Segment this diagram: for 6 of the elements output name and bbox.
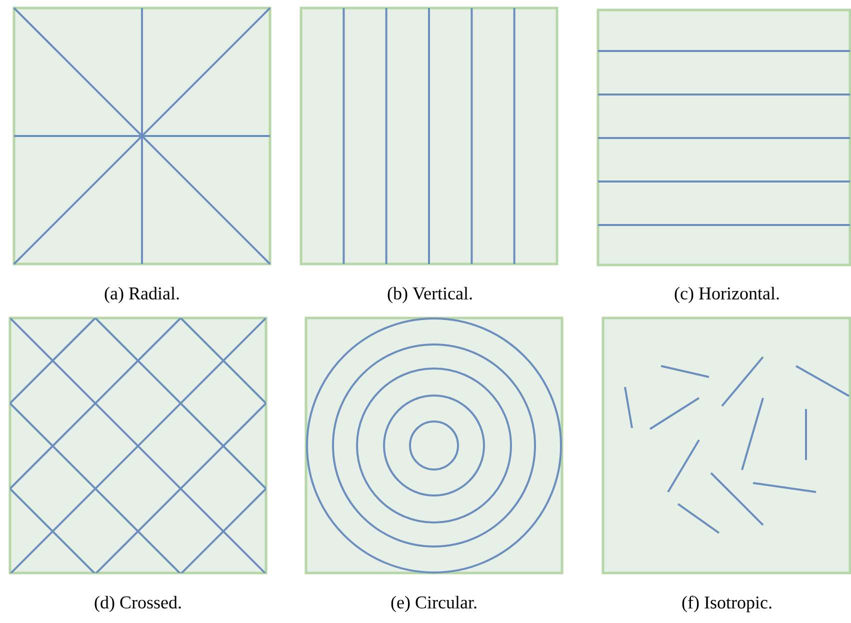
caption: (d) Crossed. <box>94 596 181 612</box>
caption: (a) Radial. <box>104 286 179 304</box>
caption: (c) Horizontal. <box>674 286 779 304</box>
caption: (e) Circular. <box>391 596 476 612</box>
caption: (b) Vertical. <box>388 286 472 304</box>
caption: (f) Isotropic. <box>682 596 772 612</box>
